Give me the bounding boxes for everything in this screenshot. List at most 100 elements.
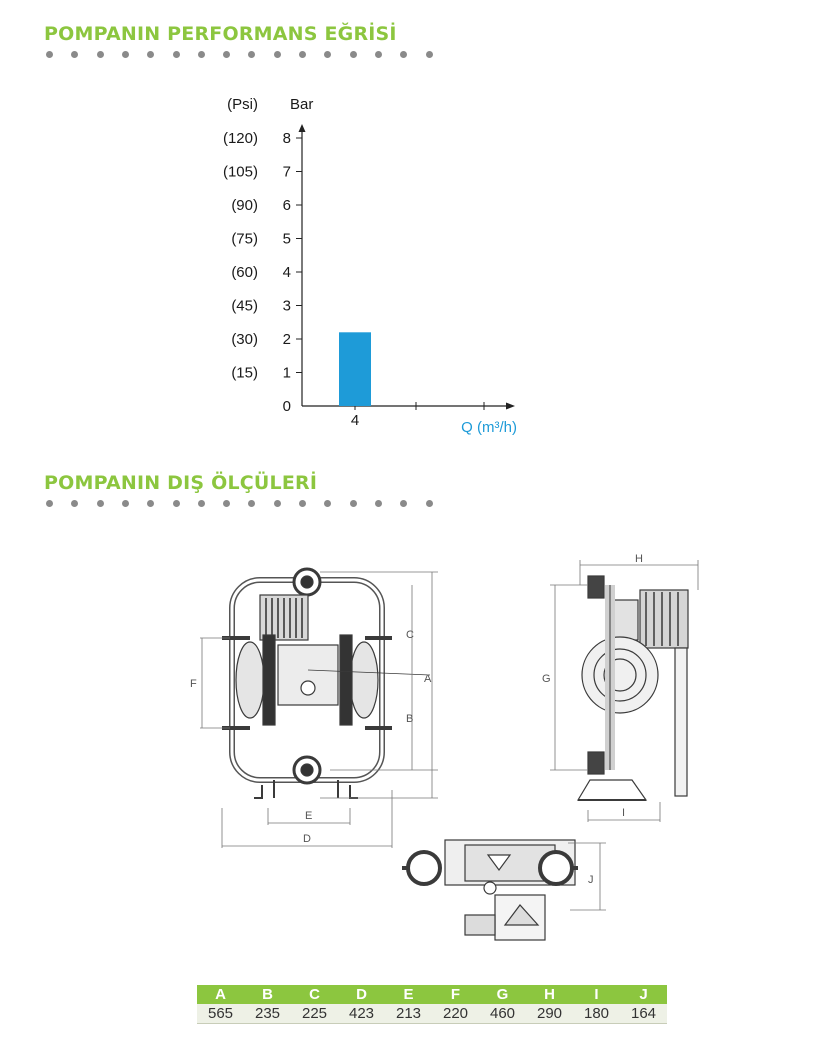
dim-label-h: H [635, 553, 643, 565]
decorative-dot [172, 51, 180, 58]
performance-chart: 0 1 2 3 4 5 6 7 8 (15) (30) (45) (60) (75) (90) (105) (1… [223, 96, 517, 436]
dimension-header-h: H [526, 985, 573, 1004]
y-tick-label: 4 [283, 264, 291, 281]
decorative-dot [349, 51, 357, 58]
y-tick-label: 8 [283, 130, 291, 147]
dimensions-section-title: POMPANIN DIŞ ÖLÇÜLERİ [44, 472, 318, 494]
decorative-dot [400, 51, 408, 58]
dim-label-d: D [303, 833, 311, 845]
dimension-value-g: 460 [479, 1004, 526, 1024]
decorative-dot [172, 500, 180, 507]
side-view-dimensions [550, 560, 699, 822]
decorative-dot [71, 51, 79, 58]
dimension-value-j: 164 [620, 1004, 667, 1024]
decorative-dot [46, 500, 53, 507]
dim-label-c: C [406, 629, 414, 641]
decorative-dot [273, 51, 281, 58]
x-axis-title: Q (m³/h) [461, 419, 517, 436]
front-view-dimensions [200, 571, 438, 848]
y-tick-label: 3 [283, 298, 291, 315]
dim-label-g: G [542, 673, 551, 685]
dim-label-f: F [190, 678, 197, 690]
psi-tick-label: (75) [231, 231, 258, 248]
chart-bars [339, 332, 371, 406]
dimension-header-g: G [479, 985, 526, 1004]
y-tick-label: 1 [283, 365, 291, 382]
dimension-header-d: D [338, 985, 385, 1004]
side-view-dimension-labels: H G I [542, 553, 643, 819]
dimension-header-e: E [385, 985, 432, 1004]
pump-top-view [402, 839, 578, 941]
decorative-dot [96, 51, 104, 58]
top-view-dimensions [568, 842, 606, 911]
decorative-dot [374, 51, 382, 58]
dim-label-j: J [588, 874, 594, 886]
decorative-dot [96, 500, 104, 507]
decorative-dot [121, 500, 129, 507]
psi-tick-label: (15) [231, 365, 258, 382]
front-view-dimension-labels: F E D A C B [190, 629, 432, 845]
decorative-dot [121, 51, 129, 58]
chart-labels: 0 1 2 3 4 5 6 7 8 (15) (30) (45) (60) (75) (90) (105) (1… [223, 96, 517, 436]
decorative-dot [299, 500, 306, 507]
dim-label-a: A [424, 673, 432, 685]
y-axis-arrow [298, 124, 306, 132]
dimension-value-d: 423 [338, 1004, 385, 1024]
dim-label-e: E [305, 810, 312, 822]
decorative-dot [147, 51, 155, 58]
y-axis-title: Bar [290, 96, 313, 113]
decorative-dot [374, 500, 382, 507]
dimension-header-i: I [573, 985, 620, 1004]
performance-section-title: POMPANIN PERFORMANS EĞRİSİ [44, 23, 397, 45]
psi-tick-label: (90) [231, 197, 258, 214]
decorative-dot [324, 51, 332, 58]
bar-4 [339, 332, 371, 406]
y-tick-label: 7 [283, 164, 291, 181]
decorative-dot [400, 500, 408, 507]
y-tick-label: 0 [283, 398, 291, 415]
decorative-dot [248, 51, 256, 58]
decorative-dot [299, 51, 306, 58]
pump-technical-drawing: F E D A C B H G I [190, 553, 699, 941]
decorative-dot [197, 500, 205, 507]
y-tick-label: 5 [283, 231, 291, 248]
dimension-value-h: 290 [526, 1004, 573, 1024]
performance-title-dots [46, 51, 446, 61]
top-view-dimension-labels: J [588, 874, 594, 886]
psi-tick-label: (60) [231, 264, 258, 281]
dim-label-i: I [622, 807, 625, 819]
decorative-dot [349, 500, 357, 507]
decorative-dot [248, 500, 256, 507]
y-tick-label: 6 [283, 197, 291, 214]
psi-tick-label: (45) [231, 298, 258, 315]
decorative-dot [197, 51, 205, 58]
dimension-value-b: 235 [244, 1004, 291, 1024]
chart-axes [296, 124, 515, 410]
dimensions-title-dots [46, 500, 446, 510]
dimension-header-f: F [432, 985, 479, 1004]
dimension-header-c: C [291, 985, 338, 1004]
dimension-value-e: 213 [385, 1004, 432, 1024]
decorative-dot [425, 500, 433, 507]
y-axis-secondary-title: (Psi) [227, 96, 258, 113]
dimension-header-a: A [197, 985, 244, 1004]
dimension-value-f: 220 [432, 1004, 479, 1024]
dimension-header-b: B [244, 985, 291, 1004]
decorative-dot [425, 51, 433, 58]
decorative-dot [223, 500, 231, 507]
decorative-dot [324, 500, 332, 507]
dimension-value-i: 180 [573, 1004, 620, 1024]
decorative-dot [147, 500, 155, 507]
y-tick-label: 2 [283, 331, 291, 348]
pump-side-view [576, 575, 689, 801]
psi-tick-label: (30) [231, 331, 258, 348]
psi-tick-label: (105) [223, 164, 258, 181]
x-axis-arrow [506, 402, 515, 410]
psi-tick-label: (120) [223, 130, 258, 147]
decorative-dot [223, 51, 231, 58]
decorative-dot [71, 500, 79, 507]
pump-front-view [222, 567, 431, 799]
